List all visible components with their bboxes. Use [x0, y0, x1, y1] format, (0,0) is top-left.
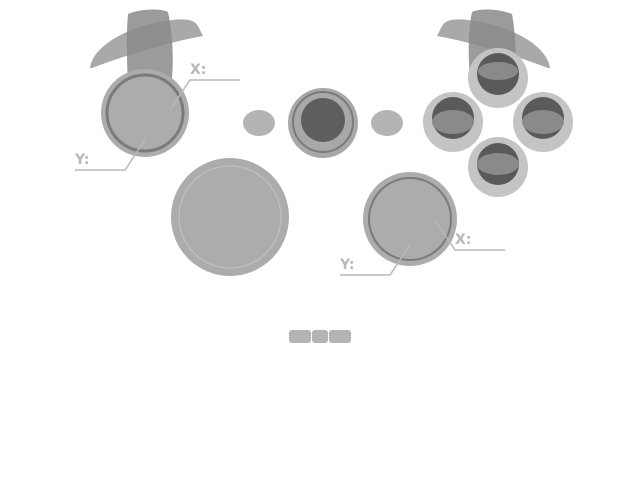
left-stick-ring [105, 73, 185, 153]
dpad[interactable] [171, 158, 289, 276]
right-stick-x-label: X: [455, 232, 472, 248]
right-stick-y-label: Y: [340, 257, 355, 273]
dpad-ring [178, 165, 282, 269]
start-button[interactable] [371, 110, 403, 136]
left-stick-x-leader [169, 79, 240, 111]
home-button-ring [292, 91, 354, 153]
left-stick-x-label: X: [190, 62, 207, 78]
home-button-inner [301, 98, 345, 142]
left-stick-y-leader [75, 139, 146, 171]
left-stick-y-label: Y: [75, 152, 90, 168]
left-stick-x-readout: X: [190, 63, 206, 77]
bottom-button-3[interactable] [329, 330, 351, 343]
right-stick-x-readout: X: [455, 233, 471, 247]
right-stick-y-leader [340, 244, 411, 276]
left-stick[interactable] [101, 69, 189, 157]
face-button-right[interactable] [513, 92, 573, 152]
right-stick[interactable] [363, 172, 457, 266]
right-stick-y-readout: Y: [340, 258, 355, 272]
select-button[interactable] [243, 110, 275, 136]
right-stick-x-leader [434, 219, 505, 251]
face-button-left[interactable] [423, 92, 483, 152]
face-button-bottom[interactable] [468, 137, 528, 197]
left-trigger[interactable] [126, 9, 173, 88]
bottom-button-2[interactable] [312, 330, 328, 343]
right-stick-ring [368, 177, 452, 261]
bottom-button-1[interactable] [289, 330, 311, 343]
left-stick-y-readout: Y: [75, 153, 90, 167]
face-button-top[interactable] [468, 48, 528, 108]
